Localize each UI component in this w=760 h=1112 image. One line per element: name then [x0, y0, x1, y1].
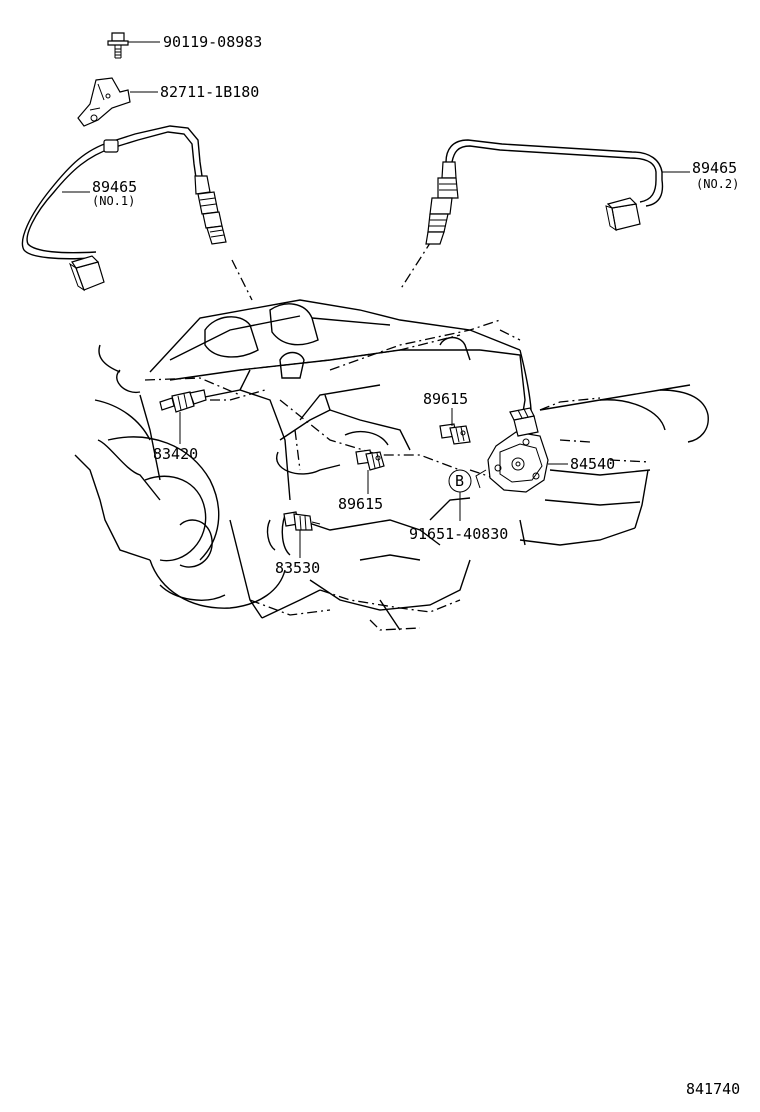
- hidden-lines: [144, 239, 651, 631]
- clamp-part-number: 82711-1B180: [160, 83, 259, 101]
- sensor-no1-part-number: 89465: [92, 178, 137, 196]
- knock-sensor-upper-part-number: 89615: [423, 390, 468, 408]
- knock-sensor-lower-part-number: 89615: [338, 495, 383, 513]
- neutral-switch-part-number: 84540: [570, 455, 615, 473]
- sensor-no2-part-number: 89465: [692, 159, 737, 177]
- oxygen-sensor-no1-icon: [21, 125, 227, 292]
- bolt-part-number: 90119-08983: [163, 33, 262, 51]
- clip-part-number: 91651-40830: [409, 525, 508, 543]
- clamp-bracket-icon: [77, 77, 131, 127]
- neutral-start-switch-icon: [475, 407, 549, 493]
- clip-reference: B: [448, 469, 472, 493]
- diagram-code: 841740: [686, 1080, 740, 1098]
- oil-pressure-switch-icon: [283, 511, 321, 531]
- sensor-no2-note: (NO.2): [696, 177, 739, 191]
- engine-assembly: [74, 299, 709, 631]
- bolt-icon: [107, 32, 129, 59]
- knock-sensor-upper-icon: [439, 423, 471, 445]
- temperature-sensor-part-number: 83420: [153, 445, 198, 463]
- oil-pressure-switch-part-number: 83530: [275, 559, 320, 577]
- oxygen-sensor-no2-icon: [425, 139, 664, 245]
- sensor-no1-note: (NO.1): [92, 194, 135, 208]
- clip-reference-letter: B: [455, 472, 464, 490]
- temperature-sensor-icon: [159, 389, 207, 413]
- knock-sensor-lower-icon: [355, 449, 385, 471]
